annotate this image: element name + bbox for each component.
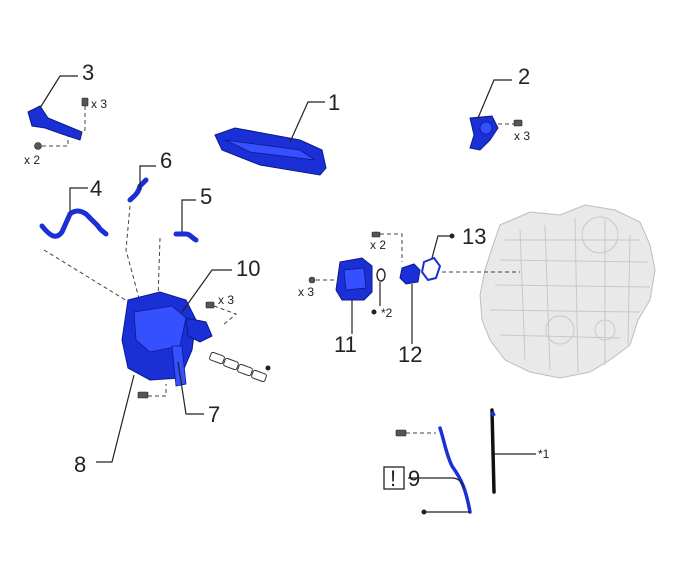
qty-part-3-bolt: x 3 — [91, 97, 107, 111]
non-reusable-dot-icon — [371, 309, 377, 315]
o-ring[interactable]: *2 — [371, 268, 393, 320]
qty-part-2-bolt: x 3 — [514, 129, 530, 143]
svg-text:!: ! — [390, 466, 396, 491]
non-reusable-dot-icon — [421, 509, 427, 515]
caution-icon: ! — [383, 466, 405, 491]
qty-part-10-bolt: x 3 — [218, 293, 234, 307]
callout-7: 7 — [208, 402, 220, 427]
callout-13: 13 — [462, 224, 486, 249]
callout-5: 5 — [200, 184, 212, 209]
dipstick[interactable]: *1 — [490, 408, 550, 494]
callout-10: 10 — [236, 256, 260, 281]
part-4-hose[interactable]: 4 — [39, 176, 109, 239]
part-13-gasket[interactable]: 13 — [420, 224, 520, 282]
bolt-icon — [395, 429, 407, 437]
bolt-icon — [308, 276, 316, 284]
guide-hose-6 — [125, 205, 141, 303]
bolt-icon — [137, 391, 149, 399]
part-11-unit[interactable]: 11 x 3 — [298, 257, 373, 357]
bolt-icon — [513, 119, 523, 127]
guide-hose-4 — [43, 249, 133, 305]
callout-4: 4 — [90, 176, 102, 201]
part-6-hose[interactable]: 6 — [127, 148, 172, 203]
callout-6: 6 — [160, 148, 172, 173]
guide-hose-5 — [157, 237, 161, 301]
part-2-bracket[interactable]: x 3 2 — [469, 64, 530, 151]
part-12-fitting[interactable]: 12 x 2 — [370, 231, 422, 367]
part-9-dipstick-guide[interactable]: 9 ! — [383, 426, 472, 515]
callout-12: 12 — [398, 342, 422, 367]
part-8-pump-assembly[interactable]: 8 — [74, 291, 213, 477]
part-3-bracket[interactable]: x 3 x 2 3 — [24, 60, 107, 167]
part-10-cover[interactable]: 10 x 3 — [181, 256, 260, 327]
engine-assembly — [479, 204, 656, 379]
callout-8: 8 — [74, 452, 86, 477]
callout-3: 3 — [82, 60, 94, 85]
qty-part-11-bolt: x 3 — [298, 285, 314, 299]
part-7-plate[interactable]: 7 — [137, 345, 220, 427]
gasket-set[interactable] — [209, 351, 271, 383]
bolt-icon — [81, 97, 89, 107]
callout-9: 9 — [408, 466, 420, 491]
part-5-hose[interactable]: 5 — [173, 184, 212, 243]
non-reusable-dot-icon — [449, 233, 455, 239]
non-reusable-dot-icon — [265, 365, 271, 371]
callout-1: 1 — [328, 90, 340, 115]
qty-part-12-bolt: x 2 — [370, 238, 386, 252]
bolt-icon — [205, 301, 215, 309]
note-star-1: *1 — [538, 447, 550, 461]
nut-icon — [34, 142, 42, 150]
callout-2: 2 — [518, 64, 530, 89]
bolt-icon — [371, 231, 381, 238]
qty-part-3-nut: x 2 — [24, 153, 40, 167]
part-1-manifold[interactable]: 1 — [214, 90, 340, 176]
note-star-2: *2 — [381, 306, 393, 320]
callout-11: 11 — [334, 332, 357, 357]
